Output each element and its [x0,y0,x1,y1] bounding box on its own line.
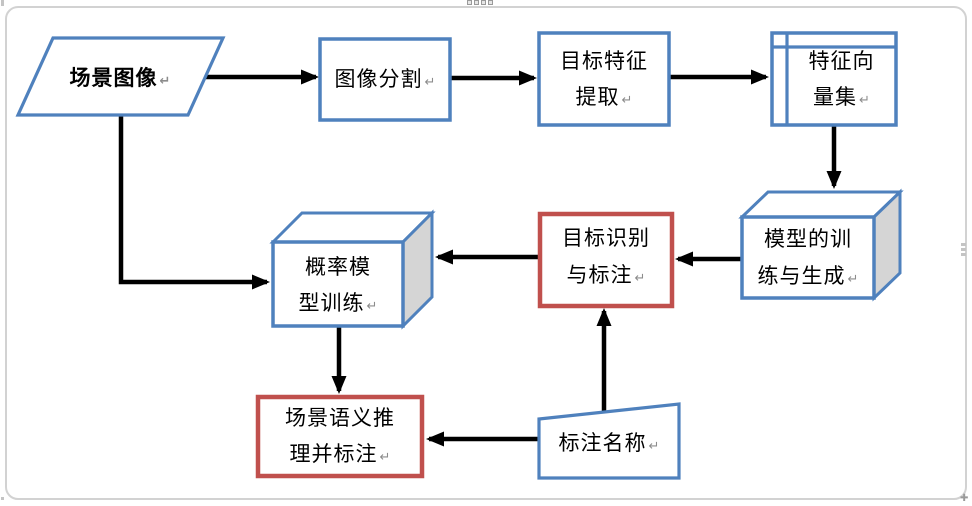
node-shape-target-recognition-annotation[interactable] [537,211,675,309]
node-shape-annotation-name[interactable] [537,402,681,480]
node-shape-target-feature-extraction[interactable] [537,31,671,127]
node-shape-feature-vector-set[interactable] [770,31,898,127]
canvas-top-left-mark [1,0,4,6]
node-shape-scene-image[interactable] [15,36,226,117]
canvas-bottom-right-resize-handle[interactable]: ✚ [960,493,969,504]
node-shape-model-training-generation[interactable] [738,188,904,302]
node-shape-image-segmentation[interactable] [318,37,452,122]
canvas-bottom-left-mark [1,497,4,500]
node-shape-probability-model-training[interactable] [269,209,436,330]
node-shape-scene-semantic-inference[interactable] [255,394,425,479]
drawing-canvas-frame [5,6,967,500]
connector-scene-to-probmodel[interactable] [118,115,270,290]
